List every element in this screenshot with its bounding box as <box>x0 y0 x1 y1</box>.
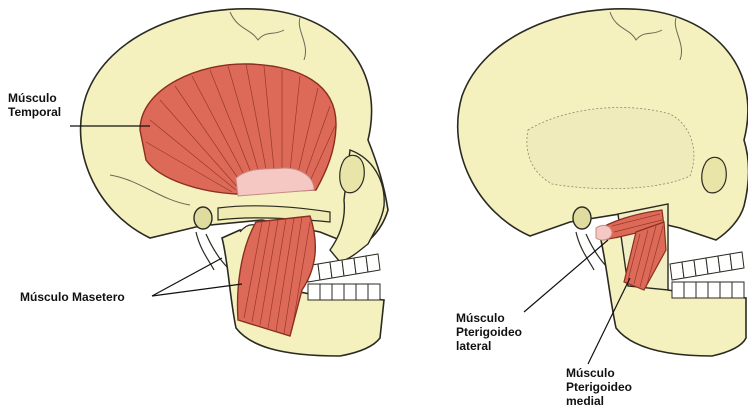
leader-pterigoideo-lateral <box>524 240 608 312</box>
right-ear-canal <box>573 207 591 229</box>
left-ear-canal <box>194 207 212 229</box>
left-teeth <box>306 254 380 300</box>
lateral-pterygoid-tendon <box>596 225 612 240</box>
label-musculo-temporal: Músculo Temporal <box>8 91 61 119</box>
right-skull <box>458 9 748 356</box>
right-orbit <box>702 157 727 193</box>
left-skull <box>81 9 388 356</box>
leader-masetero-2 <box>152 284 242 296</box>
label-musculo-pterigoideo-lateral: Músculo Pterigoideo lateral <box>456 311 522 353</box>
temporal-muscle <box>140 64 336 196</box>
label-musculo-masetero: Músculo Masetero <box>20 290 125 304</box>
label-musculo-pterigoideo-medial: Músculo Pterigoideo medial <box>566 366 632 408</box>
right-inner-fossa <box>527 107 694 188</box>
leader-masetero-1 <box>152 258 222 296</box>
right-teeth <box>670 252 744 298</box>
